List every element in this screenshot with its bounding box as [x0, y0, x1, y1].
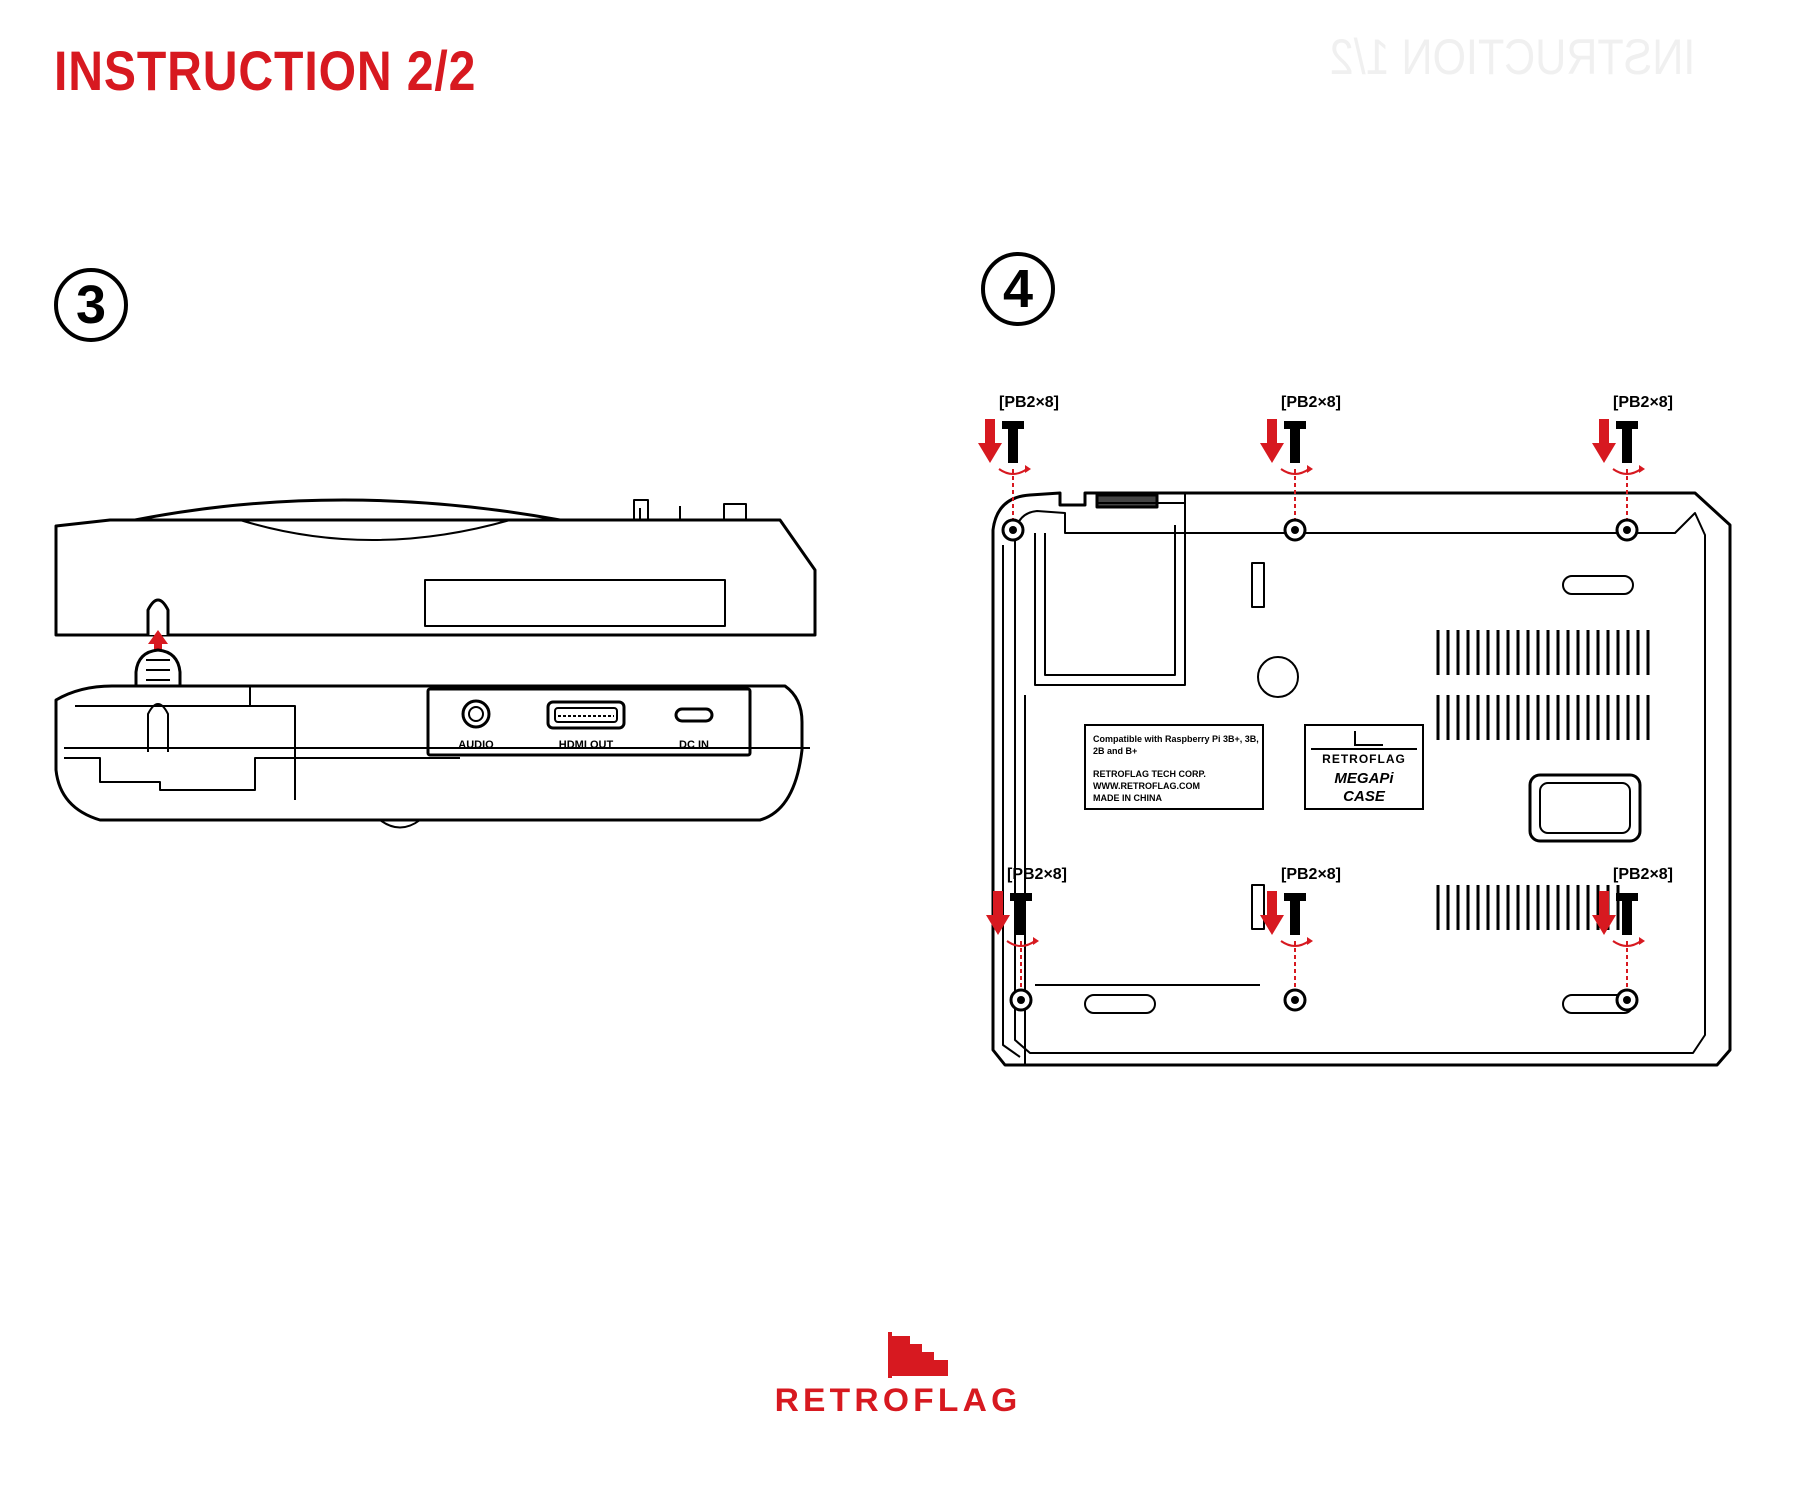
- screw-icon: [1002, 421, 1024, 463]
- bleed-through-title: INSTRUCTION 1/2: [1329, 29, 1696, 85]
- logo-text: RETROFLAG: [774, 1382, 1022, 1418]
- step-3-badge: 3: [54, 268, 128, 342]
- screw-icon: [1284, 421, 1306, 463]
- arrow-down-icon: [1592, 419, 1616, 463]
- case-label-plate: Compatible with Raspberry Pi 3B+, 3B, 2B…: [1084, 724, 1264, 810]
- screw-label: [PB2×8]: [1007, 866, 1067, 883]
- screw-icon: [1616, 893, 1638, 935]
- dc-port-label: DC IN: [679, 739, 709, 751]
- rotate-icon: [1280, 465, 1313, 475]
- page-title: INSTRUCTION 2/2: [54, 39, 477, 102]
- step-4-number: 4: [1002, 259, 1034, 319]
- arrow-down-icon: [1260, 419, 1284, 463]
- screw-icon: [1284, 893, 1306, 935]
- rotate-icon: [1280, 937, 1313, 947]
- brand-badge: RETROFLAG MEGAPi CASE: [1304, 724, 1424, 810]
- wrench-icon: [134, 648, 182, 688]
- badge-model-2: CASE: [1343, 788, 1386, 805]
- step-3-number: 3: [75, 275, 107, 335]
- arrow-down-icon: [978, 419, 1002, 463]
- rotate-icon: [1612, 465, 1645, 475]
- screw-label: [PB2×8]: [1281, 866, 1341, 883]
- arrow-down-icon: [1592, 891, 1616, 935]
- audio-port-label: AUDIO: [458, 739, 494, 751]
- screw-label: [PB2×8]: [999, 394, 1059, 411]
- screw-group-top-right: [PB2×8]: [1592, 394, 1673, 542]
- step-4-illustration: Compatible with Raspberry Pi 3B+, 3B, 2B…: [978, 394, 1732, 1067]
- retroflag-logo: RETROFLAG: [768, 1330, 1028, 1420]
- screw-group-top-middle: [PB2×8]: [1260, 394, 1341, 542]
- screw-icon: [1616, 421, 1638, 463]
- label-line-5: MADE IN CHINA: [1093, 793, 1162, 803]
- arrow-up-icon: [148, 630, 168, 658]
- flag-icon: [888, 1332, 948, 1378]
- screw-group-top-left: [PB2×8]: [978, 394, 1059, 542]
- label-line-3: RETROFLAG TECH CORP.: [1093, 769, 1206, 779]
- label-line-2: 2B and B+: [1093, 746, 1137, 756]
- badge-model-1: MEGAPi: [1334, 770, 1394, 787]
- label-line-4: WWW.RETROFLAG.COM: [1093, 781, 1200, 791]
- vent-grille: [1436, 630, 1650, 930]
- badge-brand: RETROFLAG: [1322, 752, 1406, 766]
- hdmi-port-label: HDMI OUT: [559, 739, 614, 751]
- screw-label: [PB2×8]: [1281, 394, 1341, 411]
- screw-icon: [1010, 893, 1032, 935]
- screw-label: [PB2×8]: [1613, 866, 1673, 883]
- screw-group-bottom-middle: [PB2×8]: [1260, 866, 1341, 1012]
- rotate-icon: [1612, 937, 1645, 947]
- arrow-down-icon: [1260, 891, 1284, 935]
- rotate-icon: [998, 465, 1031, 475]
- screw-group-bottom-left: [PB2×8]: [986, 866, 1067, 1012]
- arrow-down-icon: [986, 891, 1010, 935]
- step-3-illustration: AUDIO HDMI OUT DC IN: [54, 498, 817, 829]
- screw-group-bottom-right: [PB2×8]: [1592, 866, 1673, 1012]
- rotate-icon: [1006, 937, 1039, 947]
- step-4-badge: 4: [981, 252, 1055, 326]
- screw-label: [PB2×8]: [1613, 394, 1673, 411]
- label-line-1: Compatible with Raspberry Pi 3B+, 3B,: [1093, 734, 1259, 744]
